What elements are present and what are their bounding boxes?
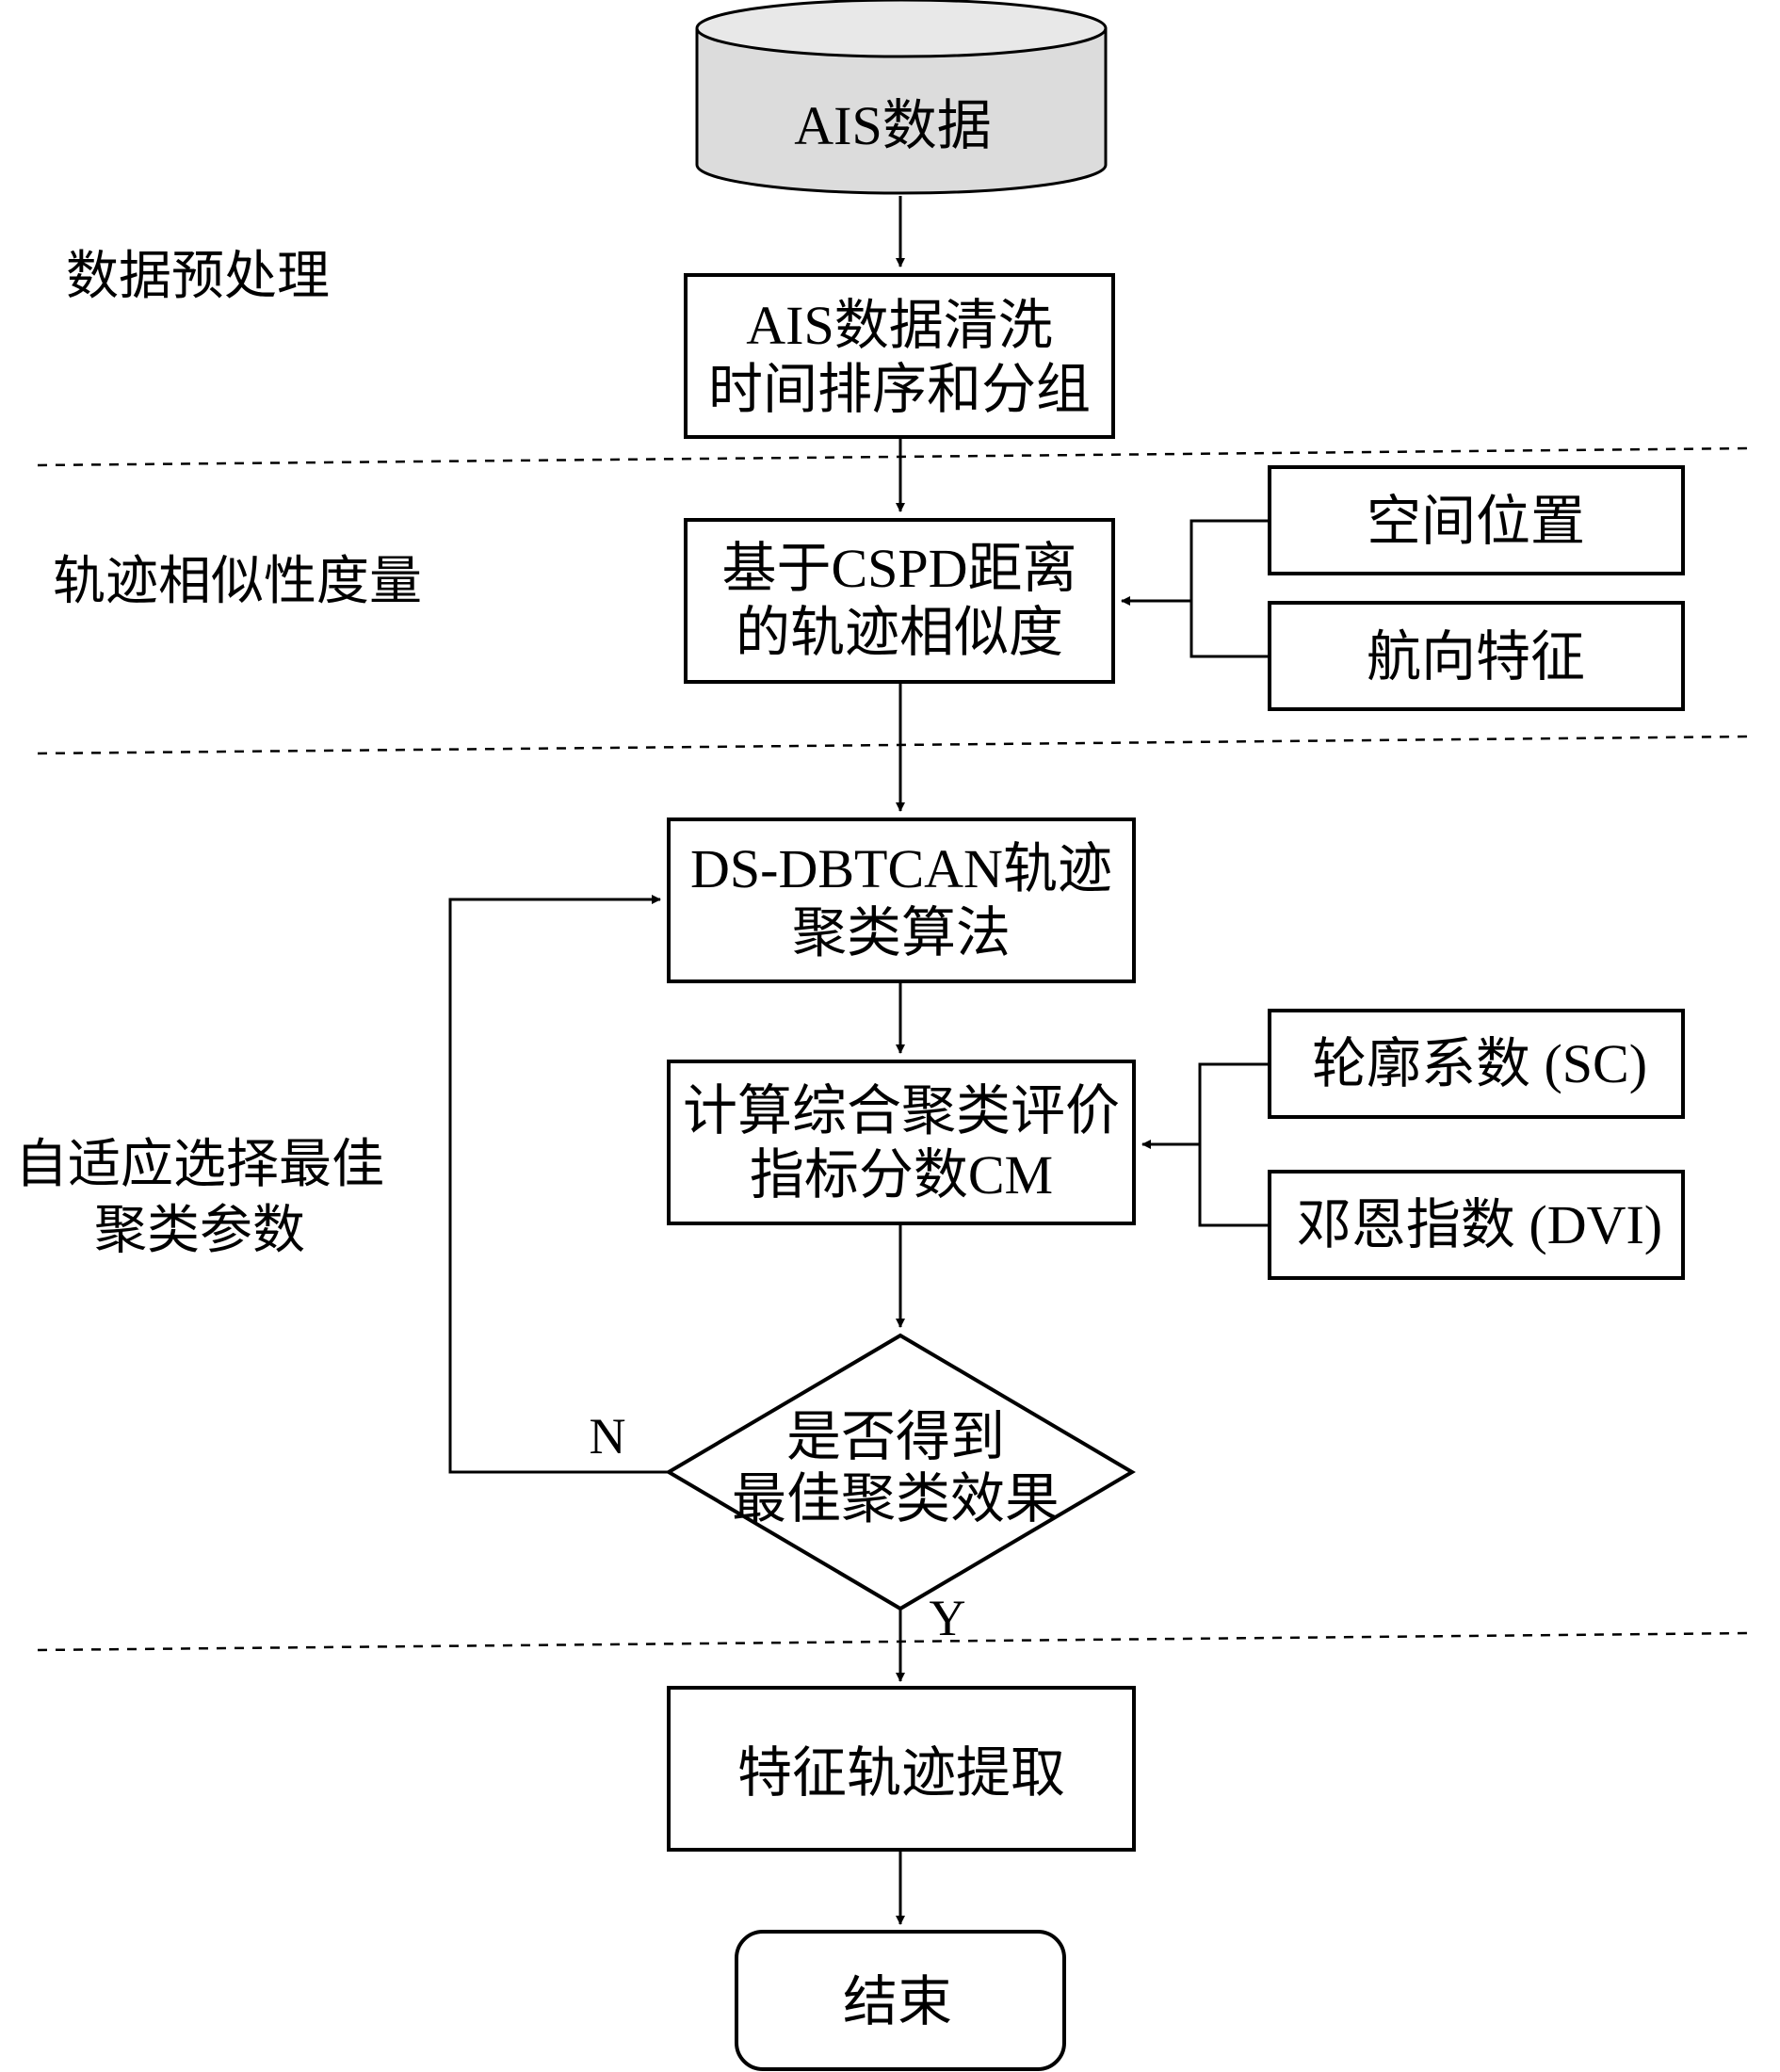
cm-score-box (667, 1060, 1136, 1225)
end-terminator (735, 1930, 1066, 2071)
loop-no-branch (448, 895, 669, 1474)
heading-feature-label-line-1: 航向特征 (1367, 626, 1585, 688)
section-divider-3 (37, 1631, 1753, 1652)
silhouette-box (1268, 1009, 1685, 1119)
clustering-label: DS-DBTCAN轨迹聚类算法 (690, 838, 1112, 963)
decision-label: 是否得到最佳聚类效果 (732, 1406, 1060, 1530)
similarity-box (684, 518, 1115, 684)
section-label-preprocess-line-1: 数据预处理 (66, 248, 330, 306)
database-top (695, 0, 1108, 58)
dunn-index-box (1268, 1170, 1685, 1280)
cm-score-label-line-2: 指标分数CM (750, 1144, 1053, 1206)
spatial-position-label: 空间位置 (1367, 491, 1585, 552)
section-label-similarity: 轨迹相似性度量 (53, 553, 422, 611)
clustering-label-line-2: 聚类算法 (792, 902, 1011, 963)
end-label-line-1: 结束 (843, 1971, 952, 2032)
heading-feature-box (1268, 601, 1685, 711)
decision-label-line-2: 最佳聚类效果 (732, 1468, 1060, 1530)
silhouette-label: 轮廓系数 (SC) (1312, 1033, 1647, 1094)
section-label-preprocess: 数据预处理 (66, 248, 330, 306)
section-label-adaptive: 自适应选择最佳聚类参数 (15, 1136, 384, 1260)
ais-data-database: AIS数据 (695, 0, 1108, 195)
branch-label-yes: Y (930, 1590, 966, 1646)
clustering-label-line-1: DS-DBTCAN轨迹 (690, 838, 1112, 899)
branch-label-no: N (590, 1408, 626, 1465)
section-label-adaptive-line-1: 自适应选择最佳 (15, 1136, 384, 1194)
section-divider-2 (37, 735, 1753, 755)
spatial-position-box (1268, 465, 1685, 575)
clustering-box (667, 817, 1136, 983)
feature-extraction-label-line-1: 特征轨迹提取 (737, 1742, 1065, 1804)
similarity-label-line-1: 基于CSPD距离 (721, 538, 1076, 599)
similarity-label: 基于CSPD距离的轨迹相似度 (721, 538, 1076, 663)
dunn-index-label-line-1: 邓恩指数 (DVI) (1297, 1194, 1662, 1255)
decision-label-line-1: 是否得到 (786, 1406, 1005, 1467)
section-label-similarity-line-1: 轨迹相似性度量 (53, 553, 422, 611)
cleaning-label: AIS数据清洗时间排序和分组 (708, 295, 1091, 420)
similarity-label-line-2: 的轨迹相似度 (736, 602, 1063, 663)
feature-extraction-box (667, 1686, 1136, 1852)
database-body (695, 28, 1108, 195)
cleaning-label-line-1: AIS数据清洗 (746, 295, 1052, 356)
ais-data-label: AIS数据 (794, 95, 991, 156)
cleaning-box (684, 273, 1115, 439)
end-label: 结束 (843, 1971, 952, 2032)
ais-data-label-line-1: AIS数据 (794, 95, 991, 156)
feature-extraction-label: 特征轨迹提取 (737, 1742, 1065, 1804)
connector-metrics-to-cm (1198, 1062, 1270, 1227)
cm-score-label-line-1: 计算综合聚类评价 (683, 1080, 1120, 1141)
heading-feature-label: 航向特征 (1367, 626, 1585, 688)
cleaning-label-line-2: 时间排序和分组 (708, 359, 1091, 420)
section-label-adaptive-line-2: 聚类参数 (94, 1202, 305, 1260)
section-divider-1 (37, 446, 1753, 467)
connector-features-to-similarity (1189, 519, 1270, 658)
dunn-index-label: 邓恩指数 (DVI) (1297, 1194, 1662, 1255)
spatial-position-label-line-1: 空间位置 (1367, 491, 1585, 552)
cm-score-label: 计算综合聚类评价指标分数CM (683, 1080, 1120, 1206)
silhouette-label-line-1: 轮廓系数 (SC) (1312, 1033, 1647, 1094)
